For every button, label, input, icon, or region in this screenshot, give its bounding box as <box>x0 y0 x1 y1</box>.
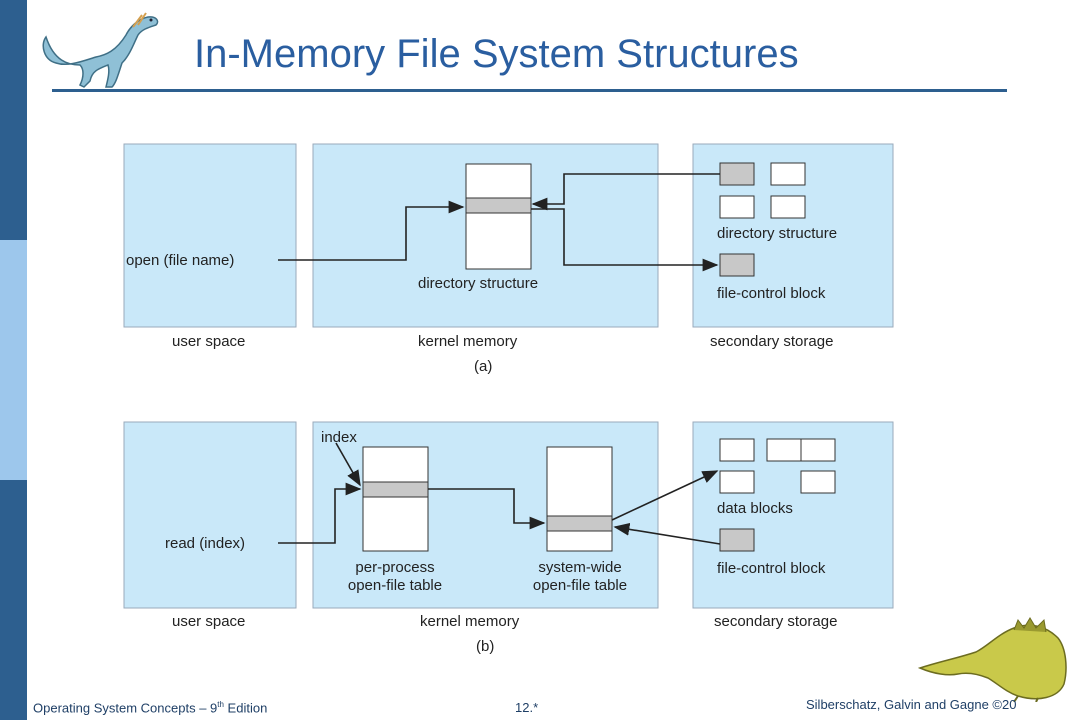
region-secondary-storage-a: secondary storage <box>710 333 833 350</box>
open-call-label: open (file name) <box>126 252 234 269</box>
fcb-to-table-arrow <box>613 522 721 545</box>
footer-book-tail: Edition <box>223 700 268 716</box>
file-system-diagram: open (file name) directory structure dir… <box>123 143 894 655</box>
dinosaur-corner-icon <box>918 617 1067 702</box>
region-secondary-storage-b: secondary storage <box>714 613 837 630</box>
data-block <box>800 470 836 494</box>
storage-fcb-label: file-control block <box>717 285 826 302</box>
data-block <box>800 438 836 462</box>
directory-read-arrow <box>531 173 720 211</box>
per-process-to-system-arrow <box>428 488 546 530</box>
kernel-directory-entry <box>465 197 532 214</box>
region-kernel-memory-b: kernel memory <box>420 613 520 630</box>
per-process-open-file-table <box>362 446 429 552</box>
data-block-arrow <box>611 470 719 521</box>
index-label: index <box>321 429 357 446</box>
index-arrow <box>335 442 361 487</box>
system-wide-open-file-table <box>546 446 613 552</box>
footer-book-text: Operating System Concepts – 9 <box>33 700 218 716</box>
footer-book-sup: th <box>217 700 224 709</box>
storage-file-control-block <box>719 253 755 277</box>
storage-file-control-block-b <box>719 528 755 552</box>
storage-block <box>770 162 806 186</box>
storage-block <box>719 195 755 219</box>
kernel-directory-label: directory structure <box>418 275 538 292</box>
data-block <box>766 438 802 462</box>
system-wide-label-line1: system-wide <box>538 559 621 576</box>
storage-directory-block <box>719 162 755 186</box>
user-space-panel-b <box>123 421 297 609</box>
region-user-space-b: user space <box>172 613 245 630</box>
diagram-b: index read (index) per-process open-file… <box>123 421 894 655</box>
system-wide-label-line2: open-file table <box>533 577 627 594</box>
storage-fcb-label-b: file-control block <box>717 560 826 577</box>
caption-a: (a) <box>474 358 492 375</box>
per-process-entry <box>362 481 429 498</box>
per-process-label-line1: per-process <box>355 559 434 576</box>
storage-block <box>770 195 806 219</box>
dinosaur-logo-icon <box>42 12 159 88</box>
footer-copyright: Silberschatz, Galvin and Gagne ©20 <box>806 697 1017 712</box>
footer-book-title: Operating System Concepts – 9th Edition <box>33 700 267 715</box>
system-wide-entry <box>546 515 613 532</box>
side-bar-highlight <box>0 240 27 480</box>
fcb-lookup-arrow <box>531 208 719 272</box>
caption-b: (b) <box>476 638 494 655</box>
region-user-space-a: user space <box>172 333 245 350</box>
title-underline <box>52 89 1007 92</box>
per-process-label-line2: open-file table <box>348 577 442 594</box>
data-block <box>719 470 755 494</box>
page-title: In-Memory File System Structures <box>194 32 799 76</box>
data-blocks-label: data blocks <box>717 500 793 517</box>
data-block <box>719 438 755 462</box>
region-kernel-memory-a: kernel memory <box>418 333 518 350</box>
read-call-arrow <box>278 482 362 544</box>
storage-directory-label: directory structure <box>717 225 837 242</box>
kernel-directory-structure <box>465 163 532 270</box>
open-call-arrow <box>278 200 465 261</box>
user-space-panel-a <box>123 143 297 328</box>
footer-page-number: 12.* <box>515 700 539 715</box>
read-call-label: read (index) <box>165 535 245 552</box>
diagram-a: open (file name) directory structure dir… <box>123 143 894 375</box>
